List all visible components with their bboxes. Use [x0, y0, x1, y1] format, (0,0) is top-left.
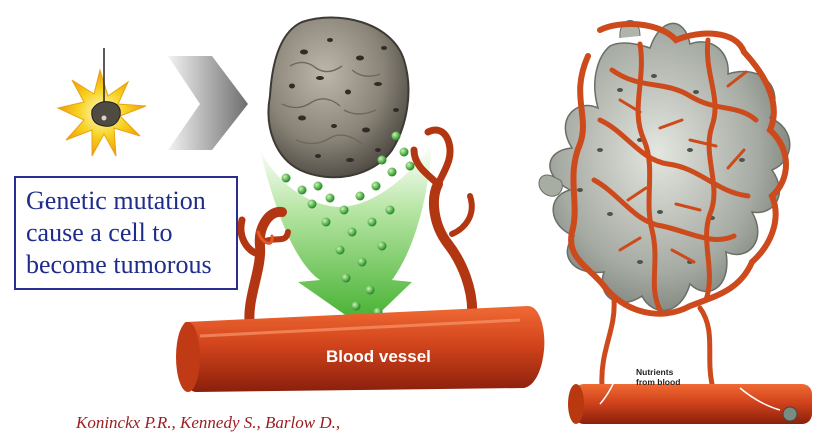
tumor-cell-mass	[268, 18, 408, 178]
citation-text: Koninckx P.R., Kennedy S., Barlow D.,	[76, 413, 340, 433]
feeding-blood-vessel	[568, 384, 812, 424]
caption-line-1: Genetic mutation	[26, 185, 236, 217]
transition-arrow-icon	[168, 56, 248, 150]
blood-vessel-label: Blood vessel	[326, 347, 431, 366]
mutation-burst-icon	[58, 48, 146, 156]
nutrients-label-line2: from blood	[636, 377, 680, 387]
caption-box: Genetic mutation cause a cell to become …	[14, 176, 238, 290]
caption-line-2: cause a cell to	[26, 217, 236, 249]
caption-line-3: become tumorous	[26, 249, 236, 281]
nutrients-label-line1: Nutrients	[636, 367, 674, 377]
